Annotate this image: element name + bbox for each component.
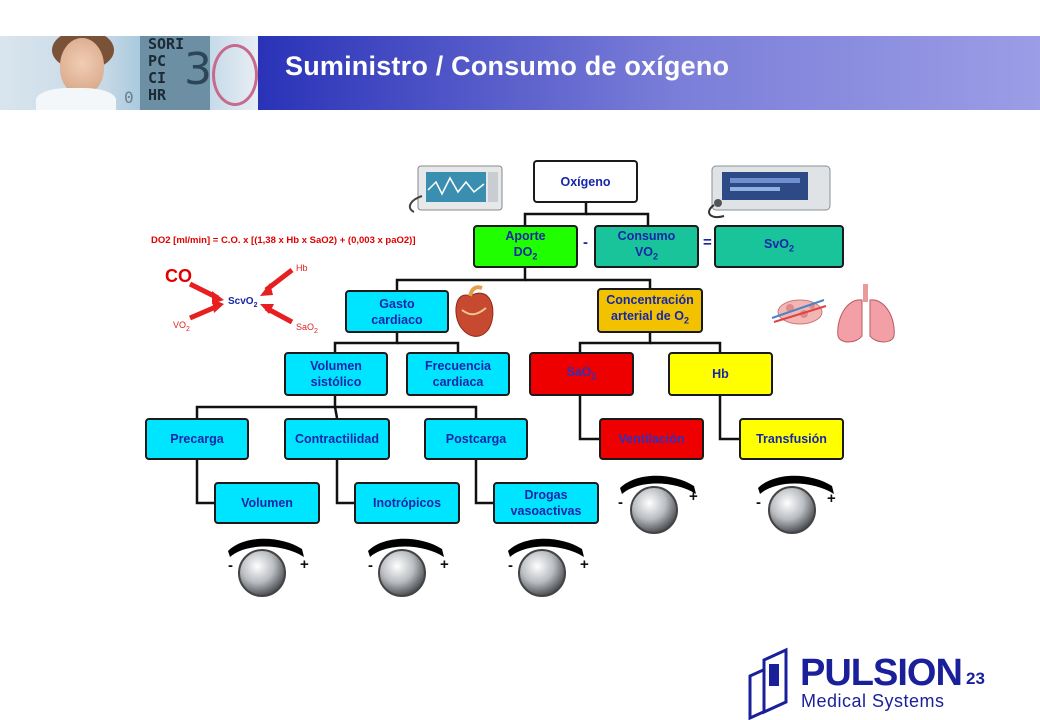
do2-formula: DO2 [ml/min] = C.O. x [(1,38 x Hb x SaO2…: [151, 235, 416, 246]
pulsion-logo-icon: [748, 647, 788, 720]
header-bar: SORI PC CI HR 3 0 Suministro / Consumo d…: [0, 36, 1040, 110]
monitor-device-icon: [408, 165, 503, 213]
knob5-minus: -: [756, 494, 761, 511]
scvo2-co-label: CO: [165, 266, 192, 286]
monitor-labels: SORI PC CI HR: [148, 36, 185, 104]
knob2-plus: +: [440, 556, 449, 573]
node-hb: Hb: [668, 352, 773, 396]
heart-icon: [455, 285, 494, 337]
node-svo2-label: SvO2: [763, 237, 795, 254]
brand-subtitle: Medical Systems: [801, 691, 945, 711]
knob5-plus: +: [827, 490, 836, 507]
doctor-face: [60, 38, 104, 94]
node-precarga: Precarga: [145, 418, 249, 460]
monitor-zero: 0: [124, 88, 134, 107]
node-sao2: SaO2: [529, 352, 634, 396]
picco-device-icon: [708, 165, 831, 218]
node-ventilacion: Ventilación: [599, 418, 704, 460]
node-volumen-label: Volumen: [241, 496, 293, 510]
lungs-icon: [837, 284, 895, 343]
knob1-minus: -: [228, 557, 233, 574]
node-volumen: Volumen: [214, 482, 320, 524]
scvo2-hb-label: Hb: [296, 263, 308, 273]
knob4-minus: -: [618, 494, 623, 511]
node-ventilacion-label: Ventilación: [618, 432, 685, 446]
node-postcarga-label: Postcarga: [445, 432, 507, 446]
node-transfusion-label: Transfusión: [756, 432, 827, 446]
header-photo: SORI PC CI HR 3 0: [0, 36, 258, 110]
monitor-value: 3: [184, 44, 212, 95]
page-number: 23: [966, 669, 985, 688]
scvo2-arrows: [188, 268, 294, 325]
scvo2-vo2-label: VO2: [173, 320, 190, 333]
alveoli-icon: [771, 299, 827, 325]
node-sao2-label: SaO2: [566, 364, 597, 382]
node-transfusion: Transfusión: [739, 418, 844, 460]
scvo2-sao2-label: SaO2: [296, 322, 318, 335]
catheter-loop-icon: [212, 44, 258, 106]
node-inotropicos-label: Inotrópicos: [372, 496, 442, 510]
doctor-coat: [36, 88, 116, 110]
node-inotropicos: Inotrópicos: [354, 482, 460, 524]
node-oxigeno-label: Oxígeno: [560, 174, 611, 189]
node-contractilidad: Contractilidad: [284, 418, 390, 460]
node-oxigeno: Oxígeno: [533, 160, 638, 203]
knob2-minus: -: [368, 557, 373, 574]
node-postcarga: Postcarga: [424, 418, 528, 460]
node-svo2: SvO2: [714, 225, 844, 268]
knob3-minus: -: [508, 557, 513, 574]
node-hb-label: Hb: [712, 367, 729, 381]
equals-operator: =: [703, 234, 712, 251]
page-title: Suministro / Consumo de oxígeno: [285, 51, 730, 81]
node-contractilidad-label: Contractilidad: [294, 432, 380, 446]
knob1-plus: +: [300, 556, 309, 573]
knob-icon: [228, 475, 834, 597]
minus-operator: -: [583, 234, 588, 251]
scvo2-center-label: ScvO2: [228, 296, 258, 309]
knob3-plus: +: [580, 556, 589, 573]
brand-name: PULSION: [800, 652, 963, 694]
knob4-plus: +: [689, 488, 698, 505]
monitor-panel: [140, 36, 210, 110]
node-precarga-label: Precarga: [170, 432, 224, 446]
